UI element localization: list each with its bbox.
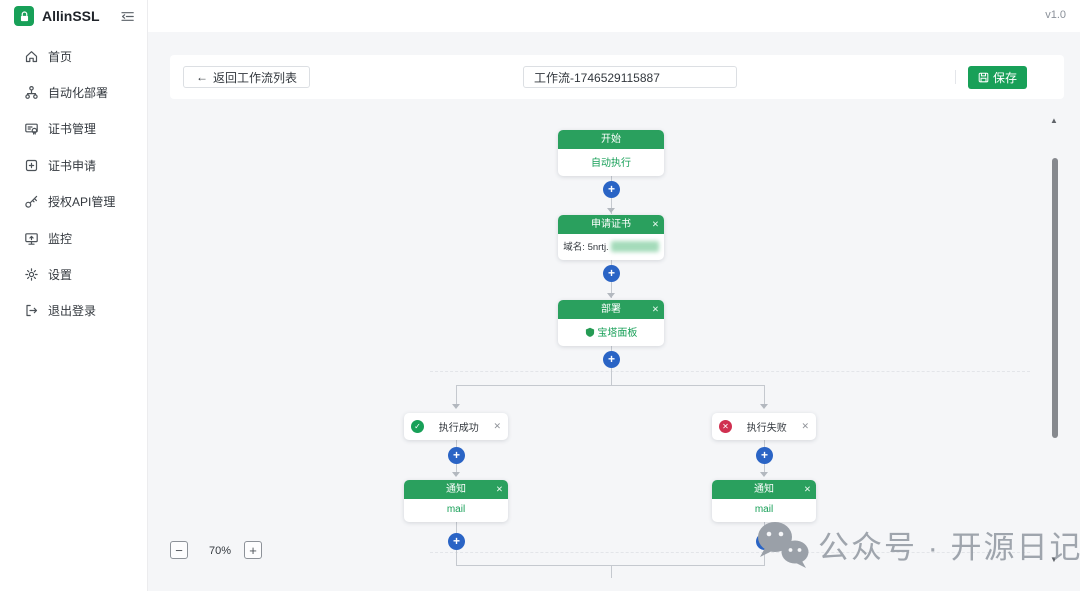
connector-line bbox=[456, 385, 765, 386]
logout-icon bbox=[26, 305, 38, 317]
close-icon[interactable]: ✕ bbox=[801, 421, 809, 431]
certificate-apply-icon bbox=[25, 159, 38, 171]
sidebar-item-label: 证书管理 bbox=[48, 122, 97, 137]
add-node-button[interactable]: + bbox=[603, 181, 620, 198]
connector-arrow bbox=[452, 472, 460, 477]
zoom-out-button[interactable]: − bbox=[170, 541, 188, 559]
domain-label: 域名: bbox=[563, 242, 585, 253]
node-body: 宝塔面板 bbox=[558, 319, 664, 346]
lock-icon bbox=[14, 6, 34, 26]
sidebar-item-settings[interactable]: 设置 bbox=[0, 256, 147, 292]
zoom-in-button[interactable]: + bbox=[244, 541, 262, 559]
sidebar-item-label: 退出登录 bbox=[48, 304, 97, 319]
workflow-node-on-failure[interactable]: ✕ 执行失败 ✕ bbox=[712, 413, 816, 440]
connector-line bbox=[764, 385, 765, 404]
sidebar-item-cert-manage[interactable]: 证书管理 bbox=[0, 111, 147, 147]
close-icon[interactable]: ✕ bbox=[652, 300, 659, 319]
app-name: AllinSSL bbox=[42, 8, 100, 24]
node-body: mail bbox=[754, 504, 774, 515]
close-icon[interactable]: ✕ bbox=[493, 421, 501, 431]
node-body: mail bbox=[446, 504, 466, 515]
node-header: 通知 ✕ bbox=[712, 480, 816, 499]
scrollbar-thumb[interactable] bbox=[1052, 158, 1058, 438]
connector-line bbox=[456, 565, 765, 566]
error-icon: ✕ bbox=[719, 420, 732, 433]
success-icon: ✓ bbox=[411, 420, 424, 433]
redacted-domain bbox=[610, 241, 659, 252]
close-icon[interactable]: ✕ bbox=[652, 215, 659, 234]
save-button[interactable]: 保存 bbox=[968, 66, 1028, 89]
guide-line bbox=[430, 371, 1030, 372]
workflow-node-on-success[interactable]: ✓ 执行成功 ✕ bbox=[404, 413, 508, 440]
workflow-node-notify-failure[interactable]: 通知 ✕ mail bbox=[712, 480, 816, 522]
back-to-workflow-list-button[interactable]: ← 返回工作流列表 bbox=[183, 66, 311, 88]
sidebar-item-label: 监控 bbox=[48, 231, 73, 246]
toolbar-divider bbox=[955, 70, 956, 84]
settings-icon bbox=[25, 268, 38, 281]
node-header: 开始 bbox=[558, 130, 664, 149]
sidebar-item-label: 授权API管理 bbox=[48, 195, 116, 210]
node-header: 部署 ✕ bbox=[558, 300, 664, 319]
sidebar-item-home[interactable]: 首页 bbox=[0, 38, 147, 74]
top-bar: v1.0 bbox=[148, 0, 1080, 32]
save-icon bbox=[978, 72, 989, 83]
connector-arrow bbox=[760, 404, 768, 409]
workflow-name-input[interactable] bbox=[523, 66, 737, 88]
sidebar-item-cert-apply[interactable]: 证书申请 bbox=[0, 147, 147, 183]
add-node-button[interactable]: + bbox=[603, 265, 620, 282]
add-node-button[interactable]: + bbox=[756, 533, 773, 550]
sidebar-item-label: 证书申请 bbox=[48, 158, 97, 173]
sidebar-item-label: 首页 bbox=[48, 49, 73, 64]
node-body: 自动执行 bbox=[591, 158, 631, 169]
workflow-node-apply-certificate[interactable]: 申请证书 ✕ 域名: 5nrtj. bbox=[558, 215, 664, 260]
node-body: 域名: 5nrtj. bbox=[558, 234, 664, 260]
sidebar-item-label: 设置 bbox=[48, 268, 73, 283]
add-node-button[interactable]: + bbox=[448, 447, 465, 464]
scroll-up-icon[interactable]: ▲ bbox=[1050, 116, 1058, 125]
certificate-manage-icon bbox=[25, 124, 38, 136]
sidebar-item-auto-deploy[interactable]: 自动化部署 bbox=[0, 74, 147, 110]
add-node-button[interactable]: + bbox=[448, 533, 465, 550]
workflow-node-deploy[interactable]: 部署 ✕ 宝塔面板 bbox=[558, 300, 664, 346]
guide-line bbox=[430, 552, 1030, 553]
logo-row: AllinSSL bbox=[0, 0, 147, 32]
workflow-node-notify-success[interactable]: 通知 ✕ mail bbox=[404, 480, 508, 522]
bt-panel-icon bbox=[585, 327, 594, 337]
domain-value: 5nrtj. bbox=[587, 242, 609, 253]
workflow-node-start[interactable]: 开始 自动执行 bbox=[558, 130, 664, 176]
connector-arrow bbox=[452, 404, 460, 409]
deploy-flow-icon bbox=[25, 86, 38, 99]
api-key-icon bbox=[25, 196, 38, 208]
add-node-button[interactable]: + bbox=[756, 447, 773, 464]
node-header: 通知 ✕ bbox=[404, 480, 508, 499]
connector-arrow bbox=[760, 472, 768, 477]
app-version: v1.0 bbox=[1045, 9, 1066, 21]
node-header: 申请证书 ✕ bbox=[558, 215, 664, 234]
back-arrow-icon: ← bbox=[196, 70, 208, 84]
menu-fold-icon[interactable] bbox=[120, 9, 135, 24]
zoom-level: 70% bbox=[208, 545, 232, 557]
connector-arrow bbox=[607, 208, 615, 213]
close-icon[interactable]: ✕ bbox=[496, 480, 503, 499]
home-icon bbox=[25, 50, 38, 62]
close-icon[interactable]: ✕ bbox=[804, 480, 811, 499]
sidebar-nav: 首页 自动化部署 证书管理 证书申请 授权API管理 监控 bbox=[0, 32, 147, 329]
scroll-down-icon[interactable]: ▼ bbox=[1050, 555, 1058, 564]
add-node-button[interactable]: + bbox=[603, 351, 620, 368]
sidebar-item-label: 自动化部署 bbox=[48, 86, 109, 101]
monitor-icon bbox=[25, 232, 38, 245]
sidebar-item-monitor[interactable]: 监控 bbox=[0, 220, 147, 256]
sidebar-item-logout[interactable]: 退出登录 bbox=[0, 293, 147, 329]
connector-arrow bbox=[607, 293, 615, 298]
connector-line bbox=[611, 565, 612, 578]
sidebar: AllinSSL 首页 自动化部署 证书管理 证书申请 bbox=[0, 0, 148, 591]
connector-line bbox=[456, 385, 457, 404]
sidebar-item-api-auth[interactable]: 授权API管理 bbox=[0, 184, 147, 220]
